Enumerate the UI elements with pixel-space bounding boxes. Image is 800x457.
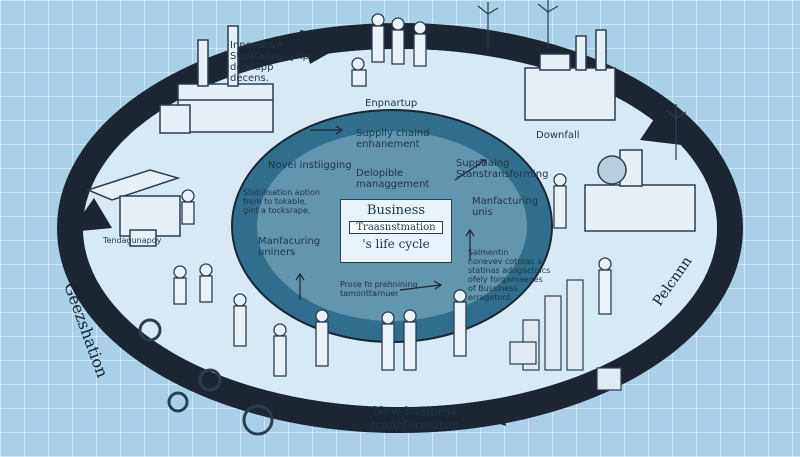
center-title-line2: Traasnstmation (349, 221, 443, 234)
factory-top-right (524, 29, 616, 121)
workshop-left (85, 169, 181, 247)
people-right (553, 173, 612, 315)
label-novel: Novel instiigging (268, 160, 352, 171)
arrow-head-top (300, 30, 352, 64)
center-arrows (295, 125, 487, 300)
center-title-box: Business Traasnstmation 's life cycle (340, 199, 452, 263)
label-salmentin: Salmentin nonevev cotroas a statinas ado… (468, 248, 551, 302)
label-stabilisation: Stabilisation aption from to tokable, gi… (243, 188, 321, 215)
label-manfacturing-left: Manfacuring uniners (258, 236, 321, 258)
label-new-business: New business transformuton (371, 404, 459, 432)
center-title-line1: Business (366, 203, 426, 218)
factory-right (584, 149, 696, 232)
label-prose: Prose fo prehnining tamonttarnuer (340, 280, 418, 298)
label-delopible: Delopible managgement (356, 168, 430, 190)
label-supply-chain: Supplly chaind enhanement (356, 128, 430, 150)
people-top (351, 13, 427, 87)
people-left (173, 189, 213, 305)
arrow-head-bottom (470, 398, 506, 426)
arrow-head-left (70, 198, 112, 232)
arrow-head-right (640, 110, 682, 145)
label-enpartup: Enpnartup (365, 98, 418, 109)
bar-chart-right (509, 279, 622, 391)
label-innovative: Innovative Starttapup, yrip depllupp dec… (230, 40, 310, 84)
label-manfacturing-right: Manfacturing unis (472, 196, 539, 218)
label-tendagunapoy: Tendagunapoy (103, 236, 162, 245)
factory-top-left (159, 25, 274, 134)
center-title-line3: 's life cycle (362, 237, 430, 251)
wind-turbines (477, 0, 687, 160)
label-downfall: Downfall (536, 130, 580, 141)
label-suppahing: Supphaing Stanstransforming (456, 158, 549, 180)
people-bottom (233, 289, 467, 377)
gears-bottom-left (138, 318, 274, 436)
